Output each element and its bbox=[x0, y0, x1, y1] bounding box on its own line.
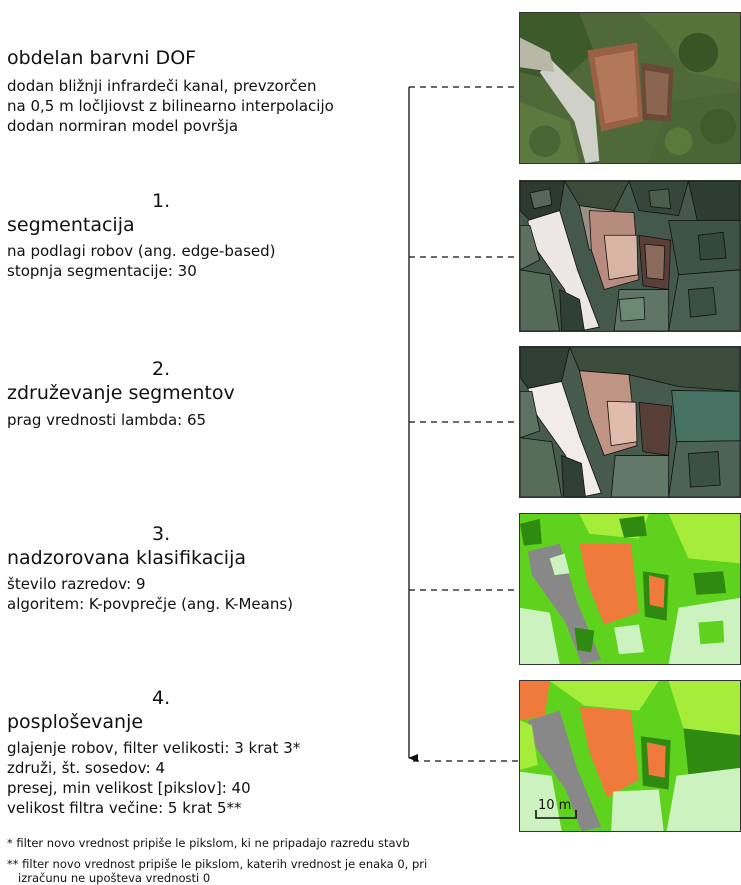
step-2-title: združevanje segmentov bbox=[7, 382, 235, 404]
step-3-number: 3. bbox=[152, 523, 171, 545]
step-1-line-2: stopnja segmentacije: 30 bbox=[7, 262, 197, 280]
step-0-block: obdelan barvni DOF dodan bližnji infrard… bbox=[7, 46, 334, 136]
step-4-line-1: glajenje robov, filter velikosti: 3 krat… bbox=[7, 739, 301, 757]
step-4-line-3: presej, min velikost [pikslov]: 40 bbox=[7, 779, 251, 797]
step-1-title: segmentacija bbox=[7, 214, 135, 236]
step-3-line-2: algoritem: K-povprečje (ang. K-Means) bbox=[7, 595, 294, 613]
step-0-line-1: dodan bližnji infrardeči kanal, prevzorč… bbox=[7, 77, 317, 95]
footnote-3: izračunu ne upošteva vrednosti 0 bbox=[18, 871, 211, 885]
step-3-title: nadzorovana klasifikacija bbox=[7, 547, 247, 569]
step-4-title: posploševanje bbox=[7, 711, 144, 733]
step-0-title: obdelan barvni DOF bbox=[7, 47, 197, 69]
step-4-line-2: združi, št. sosedov: 4 bbox=[7, 759, 166, 777]
classification-result-image bbox=[519, 513, 741, 665]
step-1-number: 1. bbox=[152, 190, 171, 212]
step-1-line-1: na podlagi robov (ang. edge-based) bbox=[7, 242, 276, 260]
scale-bar bbox=[535, 810, 577, 819]
step-4-number: 4. bbox=[152, 687, 171, 709]
step-1-block: segmentacija na podlagi robov (ang. edge… bbox=[7, 213, 276, 281]
step-4-block: posploševanje glajenje robov, filter vel… bbox=[7, 710, 300, 818]
step-0-line-2: na 0,5 m ločljiovst z bilinearno interpo… bbox=[7, 97, 334, 115]
step-3-line-1: število razredov: 9 bbox=[7, 575, 146, 593]
footnote-1: * filter novo vrednost pripiše le pikslo… bbox=[7, 836, 410, 850]
step-2-block: združevanje segmentov prag vrednosti lam… bbox=[7, 381, 235, 430]
generalization-result-image bbox=[519, 680, 741, 832]
segmentation-result-image bbox=[519, 180, 741, 332]
aerial-orthophoto-image bbox=[519, 12, 741, 164]
scale-bar-label: 10 m bbox=[538, 798, 572, 813]
merged-segments-image bbox=[519, 346, 741, 498]
step-0-line-3: dodan normiran model površja bbox=[7, 117, 239, 135]
step-3-block: nadzorovana klasifikacija število razred… bbox=[7, 546, 293, 614]
step-2-line-1: prag vrednosti lambda: 65 bbox=[7, 411, 207, 429]
step-2-number: 2. bbox=[152, 358, 171, 380]
step-4-line-4: velikost filtra večine: 5 krat 5** bbox=[7, 799, 242, 817]
footnote-2: ** filter novo vrednost pripiše le piksl… bbox=[7, 857, 428, 871]
